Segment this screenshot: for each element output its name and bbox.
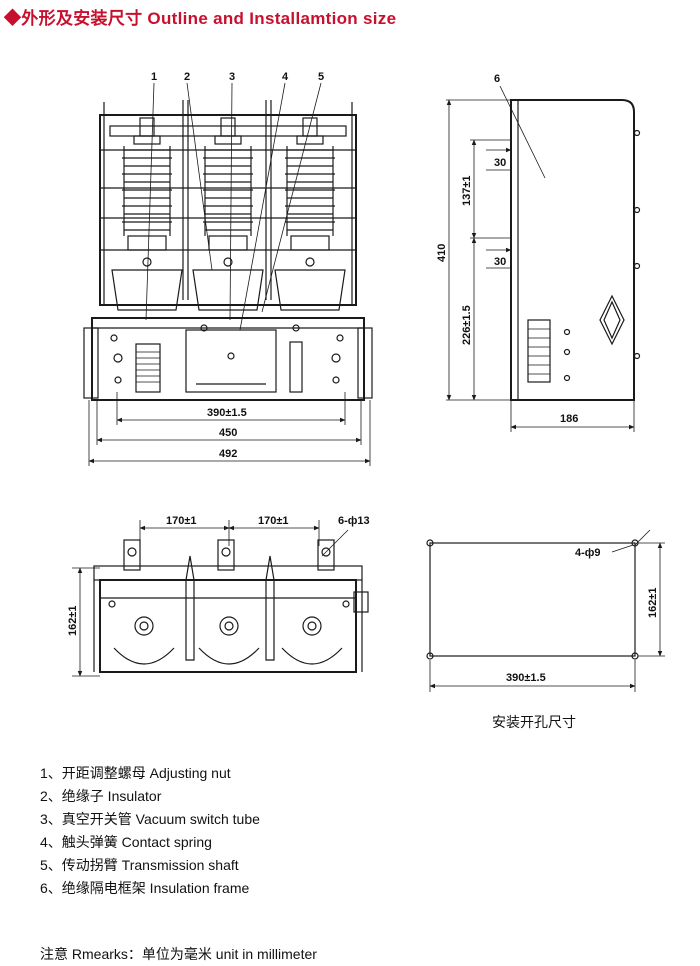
insulator-pole-2	[192, 117, 264, 311]
legend-item: 2、绝缘子 Insulator	[40, 788, 162, 804]
dim-170-left: 170±1	[166, 515, 197, 527]
terminal-post-3	[281, 539, 343, 665]
dim-170-right: 170±1	[258, 515, 289, 527]
mounting-caption: 安装开孔尺寸	[492, 714, 576, 730]
terminal-post-2	[198, 539, 260, 665]
front-callouts: 1 2 3 4 5	[145, 71, 324, 331]
callout-2: 2	[184, 71, 190, 83]
legend-item: 1、开距调整螺母 Adjusting nut	[40, 765, 231, 781]
legend-item: 5、传动拐臂 Transmission shaft	[40, 857, 239, 873]
bottom-view: 170±1 170±1 6-ф13 162±1	[67, 515, 370, 677]
page-title: ◆外形及安装尺寸 Outline and Installamtion size	[4, 9, 397, 28]
dim-226: 226±1.5	[461, 305, 473, 345]
callout-1: 1	[151, 71, 157, 83]
units-note: 注意 Rmearks：单位为毫米 unit in millimeter	[40, 946, 317, 962]
dim-162-bottom: 162±1	[67, 605, 79, 636]
insulator-pole-3	[274, 117, 346, 311]
legend-item: 4、触头弹簧 Contact spring	[40, 834, 212, 850]
dim-6-holes: 6-ф13	[338, 515, 370, 527]
parts-legend: 1、开距调整螺母 Adjusting nut 2、绝缘子 Insulator 3…	[40, 762, 260, 900]
dim-410: 410	[436, 244, 448, 262]
front-view: 1 2 3 4 5 390±1.5 450 492	[83, 71, 373, 466]
dim-450: 450	[219, 427, 237, 439]
dim-186: 186	[560, 413, 578, 425]
front-dimensions: 390±1.5 450 492	[88, 392, 371, 466]
callout-6: 6	[494, 73, 500, 85]
callout-5: 5	[318, 71, 324, 83]
callout-3: 3	[229, 71, 235, 83]
terminal-post-1	[113, 539, 175, 665]
dim-30-top: 30	[494, 157, 506, 169]
legend-item: 3、真空开关管 Vacuum switch tube	[40, 811, 260, 827]
dim-390-mount: 390±1.5	[506, 672, 546, 684]
side-view: 6 410 137±1 226±1.5 30 30 186	[436, 73, 641, 432]
dim-162-mount: 162±1	[647, 587, 659, 618]
legend-item: 6、绝缘隔电框架 Insulation frame	[40, 880, 250, 896]
dim-390-front: 390±1.5	[207, 407, 247, 419]
callout-4: 4	[282, 71, 289, 83]
mounting-view: 4-ф9 162±1 390±1.5	[426, 529, 665, 692]
dim-492: 492	[219, 448, 237, 460]
insulator-pole-1	[111, 117, 183, 311]
dim-137: 137±1	[461, 175, 473, 206]
dim-4-holes: 4-ф9	[575, 547, 601, 559]
dim-30-bottom: 30	[494, 256, 506, 268]
